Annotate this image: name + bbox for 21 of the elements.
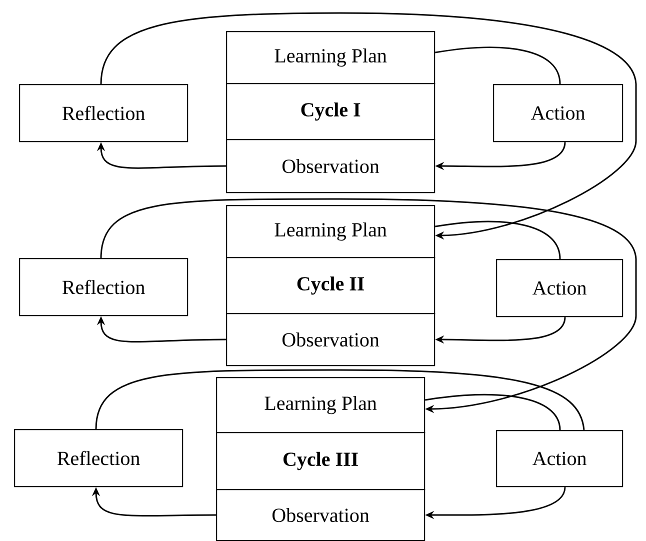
action-box: Action <box>496 430 624 488</box>
connector-line <box>434 220 561 260</box>
plan-box: Learning Plan <box>226 31 436 84</box>
arrow <box>100 198 637 414</box>
observation-box: Observation <box>226 312 436 366</box>
reflection-box: Reflection <box>14 428 184 488</box>
action-box: Action <box>496 259 624 318</box>
plan-box: Learning Plan <box>216 376 426 434</box>
observation-box: Observation <box>216 488 426 541</box>
action-box: Action <box>493 84 624 142</box>
cycle-box: Cycle II <box>226 257 436 314</box>
plan-box: Learning Plan <box>226 204 436 258</box>
connector-line <box>435 46 561 84</box>
connector-line <box>424 394 561 430</box>
arrow <box>100 12 637 240</box>
observation-box: Observation <box>226 138 436 194</box>
connector-line <box>95 369 585 430</box>
reflection-box: Reflection <box>19 84 188 142</box>
cycle-box: Cycle I <box>226 83 436 140</box>
reflection-box: Reflection <box>19 258 188 316</box>
cycle-box: Cycle III <box>216 432 426 490</box>
